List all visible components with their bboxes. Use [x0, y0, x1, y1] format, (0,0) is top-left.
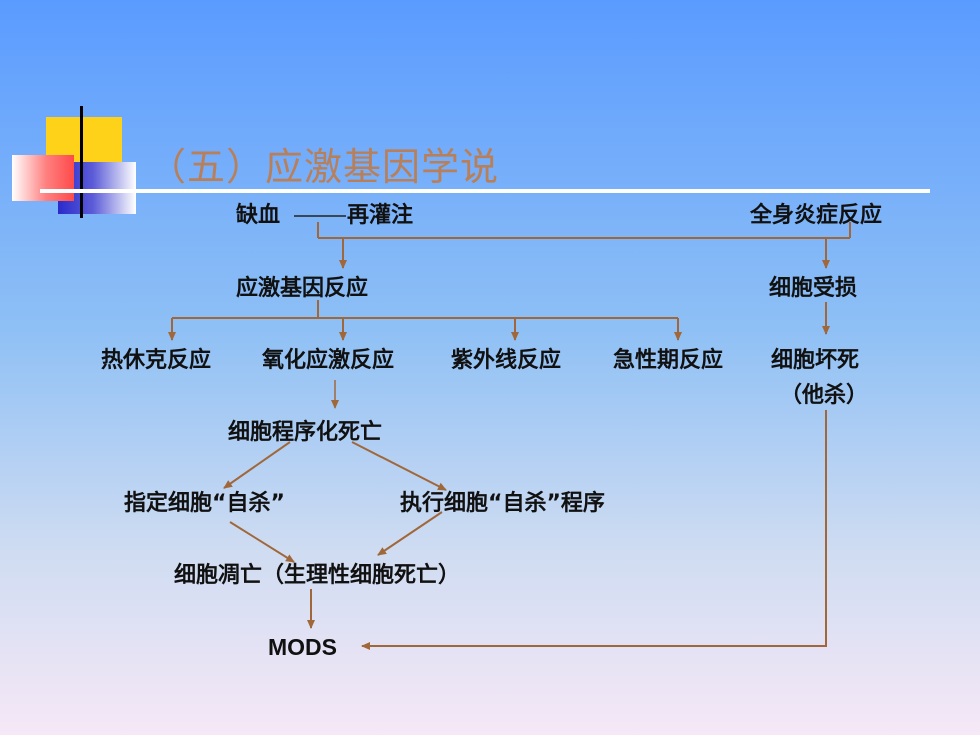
- node-apoptosis: 细胞凋亡（生理性细胞死亡）: [174, 563, 461, 588]
- node-uv-response: 紫外线反应: [451, 348, 562, 373]
- node-heat-shock: 热休克反应: [101, 348, 212, 373]
- node-oxidative-stress: 氧化应激反应: [262, 348, 395, 373]
- page-title: （五）应激基因学说: [148, 145, 500, 189]
- node-ischemia: 缺血: [236, 203, 281, 228]
- deco-square-red: [12, 155, 74, 201]
- title-divider: [40, 189, 930, 193]
- node-necrosis-note: （他杀）: [780, 383, 869, 408]
- node-programmed-death: 细胞程序化死亡: [228, 420, 383, 445]
- node-acute-phase: 急性期反应: [613, 348, 724, 373]
- node-stress-gene-response: 应激基因反应: [236, 276, 369, 301]
- node-mods: MODS: [268, 634, 337, 660]
- deco-vertical-line: [80, 106, 83, 218]
- node-sirs: 全身炎症反应: [750, 203, 883, 228]
- node-designate-suicide: 指定细胞“自杀”: [124, 491, 285, 516]
- necrosis-to-mods-path: [361, 410, 827, 650]
- node-execute-suicide: 执行细胞“自杀”程序: [400, 491, 605, 516]
- node-reperfusion: 再灌注: [347, 203, 414, 228]
- node-cell-damage: 细胞受损: [769, 276, 858, 301]
- arrow-to-designate: [223, 441, 291, 489]
- arrow-to-execute: [351, 441, 447, 491]
- arrow-execute-to-apoptosis: [377, 511, 443, 556]
- arrow-designate-to-apoptosis: [229, 521, 295, 563]
- node-necrosis: 细胞坏死: [771, 348, 860, 373]
